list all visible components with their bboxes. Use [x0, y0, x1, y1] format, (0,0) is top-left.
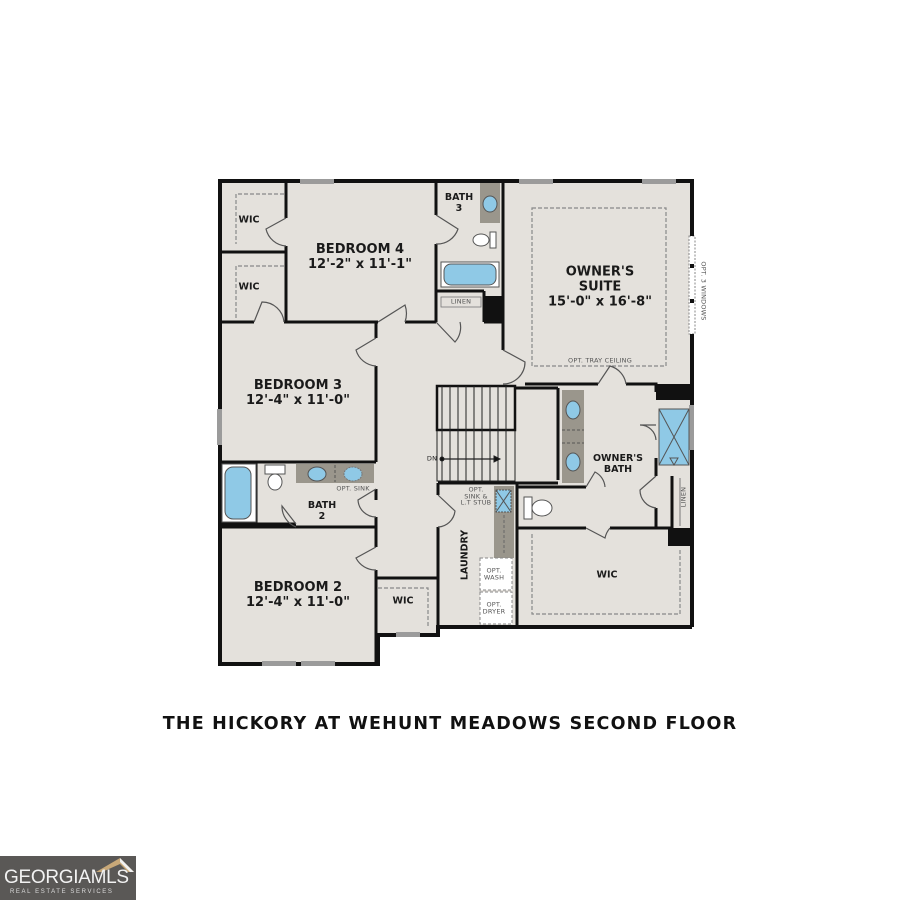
- room-name: BATH: [444, 192, 474, 204]
- sink-icon: [307, 466, 327, 482]
- room-name: SUITE: [578, 279, 622, 295]
- sink-icon: [482, 195, 498, 213]
- logo-wordmark: GEORGIAMLS: [4, 867, 129, 889]
- fixtures: [221, 183, 690, 625]
- room-name: OWNER'S: [565, 264, 635, 280]
- floor-fill: [220, 181, 692, 664]
- room-name: BEDROOM 4: [315, 242, 405, 258]
- room-label-linen-owner: LINEN: [679, 486, 688, 508]
- toilet-icon: [267, 473, 283, 491]
- toilet-icon: [531, 499, 553, 517]
- room-label-linen-bath-3: LINEN: [450, 297, 472, 306]
- annotation-line: DRYER: [482, 607, 506, 615]
- logo-tagline: REAL ESTATE SERVICES: [10, 889, 114, 895]
- annotation-opt-sink: OPT. SINK: [336, 484, 370, 493]
- room-name: BEDROOM 3: [253, 378, 343, 394]
- annotation-line: OPT.: [486, 600, 502, 609]
- georgia-mls-logo[interactable]: GEORGIAMLS REAL ESTATE SERVICES: [0, 856, 136, 900]
- room-name: BEDROOM 2: [253, 580, 343, 596]
- room-label-owners-bath: OWNER'S BATH: [592, 453, 644, 476]
- room-name: 3: [455, 203, 463, 214]
- room-dimensions: 15'-0" x 16'-8": [547, 294, 653, 310]
- staircase[interactable]: [435, 384, 517, 482]
- roof-icon: [96, 858, 134, 872]
- room-label-bedroom-3: BEDROOM 3 12'-4" x 11'-0": [245, 378, 351, 409]
- windows: [217, 179, 694, 666]
- logo-brand-main: GEORGIA: [4, 867, 91, 888]
- opt-sink-icon: [343, 466, 363, 482]
- toilet-icon: [472, 233, 490, 247]
- annotation-opt-dryer: OPT. DRYER: [482, 600, 506, 615]
- wall-blocks: [484, 296, 692, 546]
- logo-brand-accent: MLS: [90, 867, 129, 888]
- annotation-line: OPT.: [468, 485, 484, 494]
- room-dimensions: 12'-4" x 11'-0": [245, 393, 351, 408]
- room-name: BATH: [603, 464, 633, 475]
- room-name: 2: [318, 511, 326, 522]
- bathtub-icon: [224, 466, 252, 520]
- room-label-bath-3: BATH 3: [444, 192, 474, 215]
- room-label-bath-2: BATH 2: [307, 500, 337, 523]
- stairs-down-label: DN: [426, 454, 438, 463]
- annotation-opt-windows: OPT. 3 WINDOWS: [699, 261, 708, 321]
- opt-windows-band: [688, 235, 696, 335]
- sink-icon: [565, 452, 581, 472]
- plan-title: THE HICKORY AT WEHUNT MEADOWS SECOND FLO…: [162, 714, 738, 734]
- room-label-bedroom-4: BEDROOM 4 12'-2" x 11'-1": [307, 242, 413, 273]
- room-label-owners-suite: OWNER'S SUITE 15'-0" x 16'-8": [547, 264, 653, 311]
- annotation-line: L.T STUB: [460, 498, 492, 507]
- sink-icon: [565, 400, 581, 420]
- room-label-laundry: LAUNDRY: [459, 529, 471, 581]
- closet-shelving: [235, 193, 681, 628]
- room-label-wic-bedroom-2: WIC: [392, 595, 414, 607]
- room-name: BATH: [307, 500, 337, 512]
- room-dimensions: 12'-4" x 11'-0": [245, 595, 351, 610]
- room-label-wic-owner: WIC: [596, 569, 618, 581]
- room-label-wic-top: WIC: [238, 214, 260, 226]
- annotation-tray-ceiling: OPT. TRAY CEILING: [568, 356, 632, 365]
- annotation-line: SINK &: [464, 491, 488, 500]
- annotation-line: OPT.: [486, 566, 502, 575]
- room-label-wic-mid: WIC: [238, 281, 260, 293]
- annotation-opt-wash: OPT. WASH: [483, 566, 505, 581]
- doors: [253, 214, 657, 571]
- room-label-bedroom-2: BEDROOM 2 12'-4" x 11'-0": [245, 580, 351, 611]
- room-name: OWNER'S: [592, 453, 644, 465]
- room-dimensions: 12'-2" x 11'-1": [307, 257, 413, 272]
- annotation-opt-sink-stub: OPT. SINK & L.T STUB: [461, 486, 492, 506]
- bathtub-icon: [443, 263, 497, 286]
- annotation-line: WASH: [483, 573, 505, 581]
